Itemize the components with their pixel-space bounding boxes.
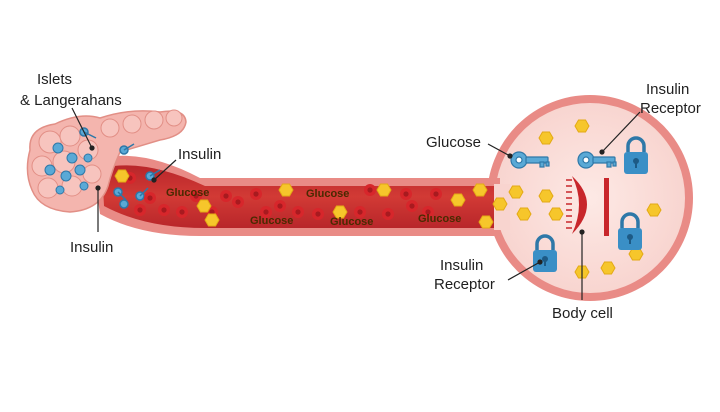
insulin-label-left: Insulin [70, 239, 114, 256]
body-cell-label: Body cell [552, 305, 613, 322]
leader-lines [71, 107, 641, 300]
vessel-glucose-labels: Glucose Glucose Glucose Glucose Glucose [166, 187, 461, 228]
lock-icon [624, 136, 648, 174]
insulin-receptor-top-line1: Insulin [646, 81, 690, 98]
insulin-receptor-top-line2: Receptor [640, 100, 701, 117]
key-icon [510, 151, 550, 169]
lock-icon [533, 234, 557, 272]
pancreas-icon [26, 109, 187, 213]
vessel-glucose-label: Glucose [250, 215, 293, 227]
body-cell [487, 95, 693, 301]
key-icon [577, 151, 617, 169]
insulin-receptor-bottom-line2: Receptor [434, 276, 495, 293]
vessel-glucose-label: Glucose [306, 188, 349, 200]
insulin-receptor-bottom-line1: Insulin [440, 257, 484, 274]
vessel-glucose-label: Glucose [418, 213, 461, 225]
vessel-glucose-label: Glucose [330, 216, 373, 228]
insulin-label-top: Insulin [178, 146, 222, 163]
membrane-receptor [566, 176, 609, 236]
islets-label-line2: & Langerahans [20, 92, 122, 109]
vessel-glucose-label: Glucose [166, 187, 209, 199]
islets-label-line1: Islets [37, 71, 73, 88]
lock-icon [618, 212, 642, 250]
glucose-label-cell: Glucose [426, 134, 482, 151]
insulin-molecules [79, 127, 161, 209]
